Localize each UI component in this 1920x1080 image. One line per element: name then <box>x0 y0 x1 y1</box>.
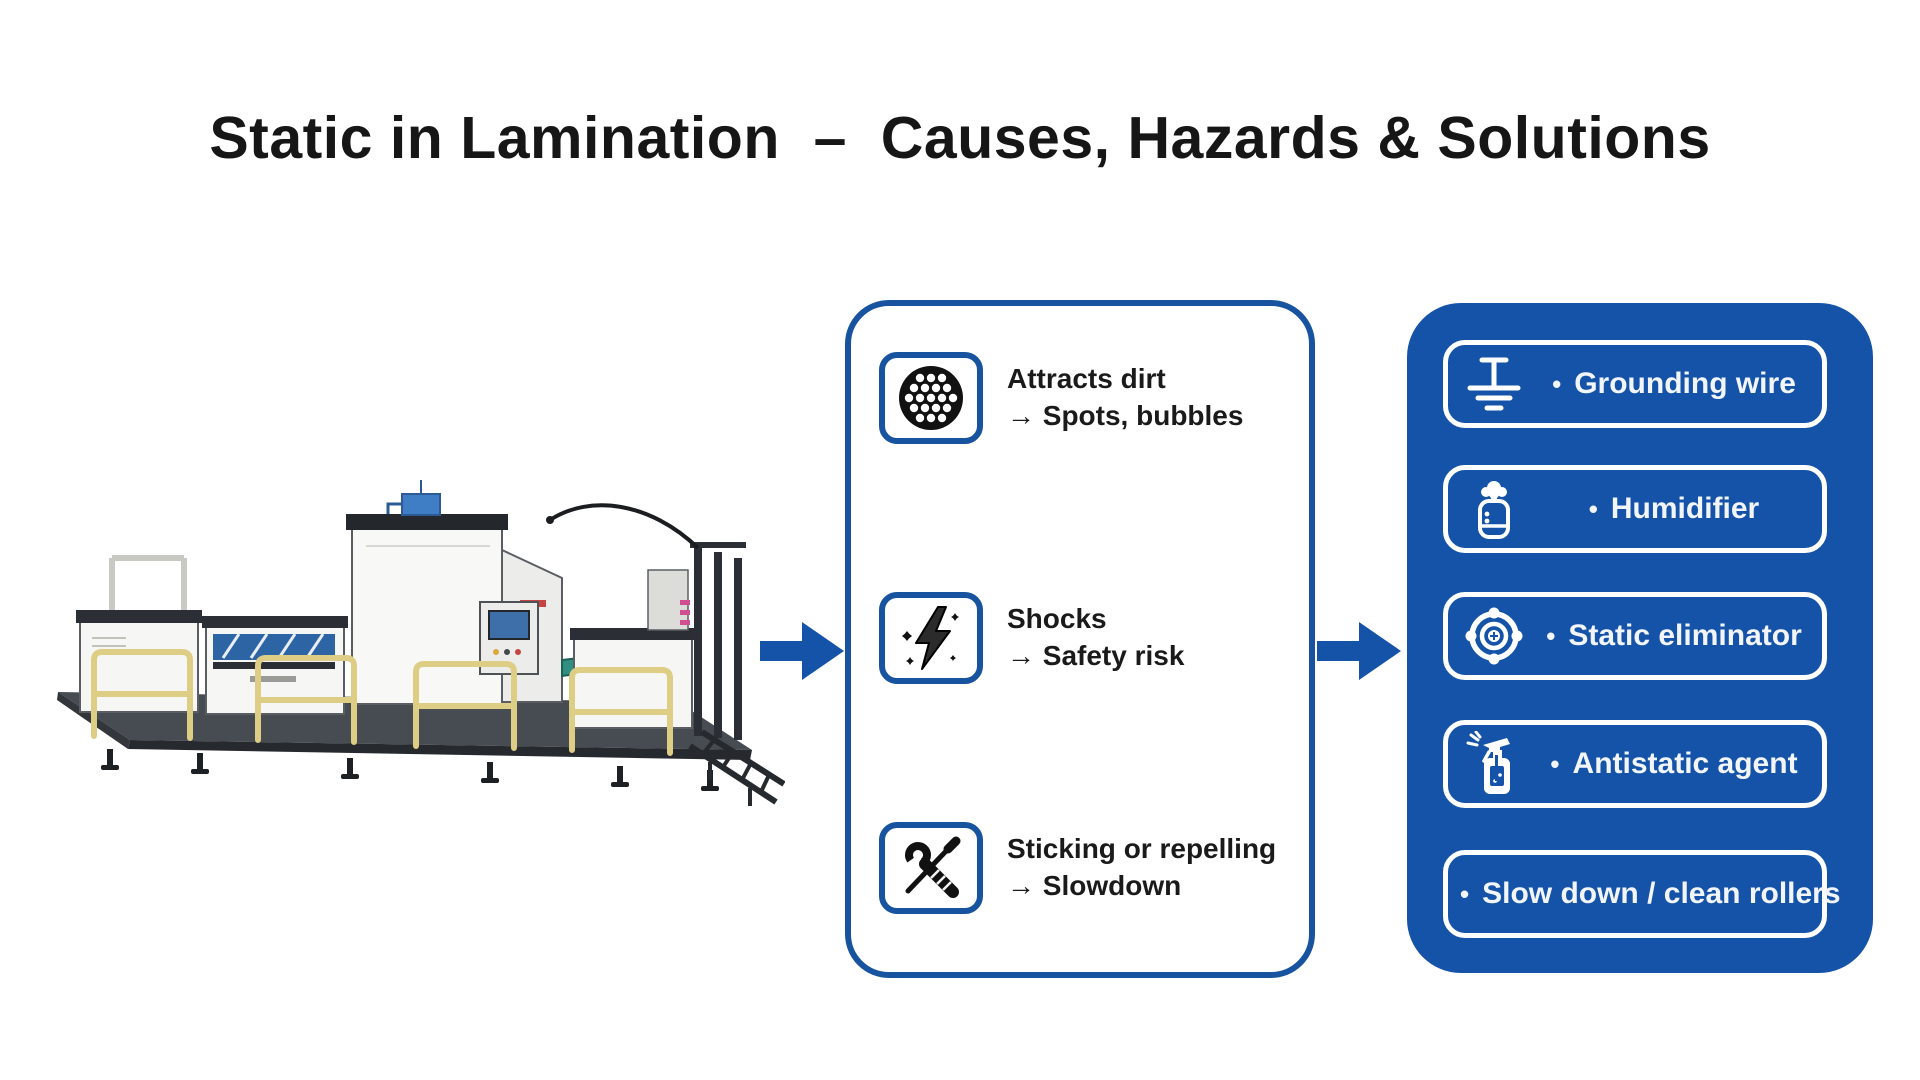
hazard-consequence: → Safety risk <box>1007 640 1185 671</box>
solution-static-eliminator: • Static eliminator <box>1443 592 1827 680</box>
hazard-item-shocks: Shocks → Safety risk <box>879 592 1307 684</box>
solution-slow-down-clean-rollers: • Slow down / clean rollers <box>1443 850 1841 938</box>
flow-arrow-icon <box>760 622 844 680</box>
laminating-machine-illustration <box>57 480 785 806</box>
tools-icon <box>879 822 983 914</box>
solution-label: Humidifier <box>1610 492 1760 525</box>
bullet: • <box>1588 494 1598 524</box>
machine-railings <box>91 649 673 756</box>
solution-label: Static eliminator <box>1568 619 1802 652</box>
page-title: Static in Lamination – Causes, Hazards &… <box>209 105 1711 171</box>
hazard-title: Attracts dirt <box>1007 363 1166 394</box>
solution-humidifier: • Humidifier <box>1443 465 1827 553</box>
hazard-item-dirt: Attracts dirt → Spots, bubbles <box>879 352 1307 444</box>
bullet: • <box>1460 879 1470 909</box>
hazards-panel: Attracts dirt → Spots, bubbles Shocks <box>845 300 1315 978</box>
solution-label: Slow down / clean rollers <box>1482 877 1841 910</box>
static-eliminator-icon <box>1454 604 1534 668</box>
dust-circle-icon <box>879 352 983 444</box>
flow-arrow-icon <box>1317 622 1401 680</box>
hazard-consequence: → Spots, bubbles <box>1007 400 1244 431</box>
hazard-title: Shocks <box>1007 603 1107 634</box>
lightning-icon <box>879 592 983 684</box>
humidifier-icon <box>1454 476 1534 542</box>
solution-label: Antistatic agent <box>1572 747 1798 780</box>
solution-antistatic-agent: • Antistatic agent <box>1443 720 1827 808</box>
bullet: • <box>1550 749 1560 779</box>
solution-grounding-wire: • Grounding wire <box>1443 340 1827 428</box>
bullet: • <box>1546 621 1556 651</box>
grounding-icon <box>1454 352 1534 416</box>
solution-label: Grounding wire <box>1574 367 1796 400</box>
spray-bottle-icon <box>1454 731 1534 797</box>
hazard-title: Sticking or repelling <box>1007 833 1277 864</box>
solutions-panel: • Grounding wire • Humidifier <box>1407 303 1873 973</box>
bullet: • <box>1552 369 1562 399</box>
hazard-consequence: → Slowdown <box>1007 870 1182 901</box>
hazard-item-sticking: Sticking or repelling → Slowdown <box>879 822 1307 914</box>
